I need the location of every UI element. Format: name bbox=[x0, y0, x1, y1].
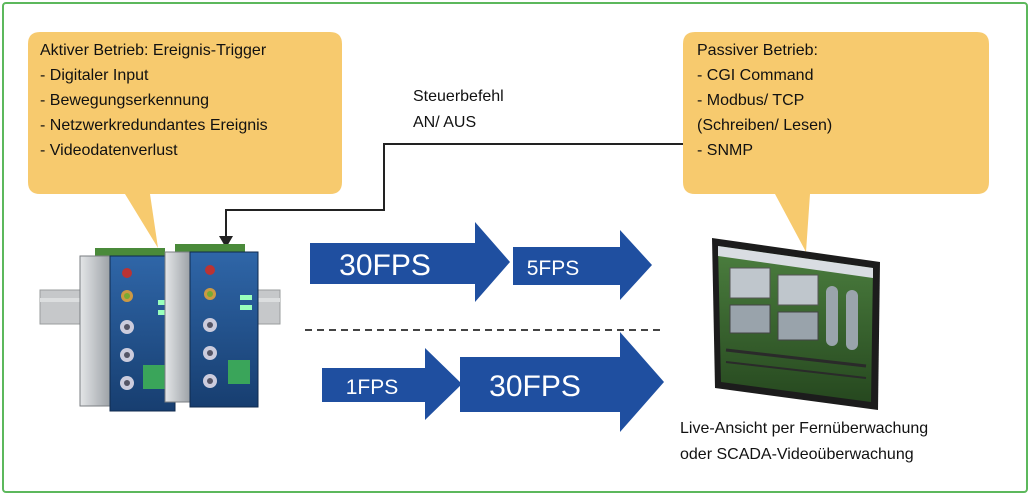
video-encoder-device-1 bbox=[79, 248, 176, 412]
active-mode-item: - Bewegungserkennung bbox=[40, 92, 210, 109]
top-flow-input-arrow bbox=[310, 222, 510, 302]
control-command-label: Steuerbefehl AN/ AUS bbox=[413, 84, 504, 136]
active-mode-item: - Digitaler Input bbox=[40, 67, 149, 84]
top-flow-output-arrow bbox=[513, 230, 652, 300]
monitor-caption-line2: oder SCADA-Videoüberwachung bbox=[680, 446, 914, 463]
active-mode-bubble bbox=[28, 32, 342, 248]
bottom-flow-output-label: 30FPS bbox=[489, 370, 581, 403]
top-flow: 30FPS 5FPS bbox=[310, 222, 652, 302]
active-mode-text: Aktiver Betrieb: Ereignis-Trigger - Digi… bbox=[40, 38, 268, 163]
top-flow-input-label: 30FPS bbox=[339, 249, 431, 282]
passive-mode-item: - Modbus/ TCP bbox=[697, 92, 805, 109]
active-mode-item: - Videodatenverlust bbox=[40, 142, 178, 159]
scada-monitor bbox=[712, 238, 880, 410]
control-command-line bbox=[219, 143, 683, 248]
bottom-flow: 1FPS 30FPS bbox=[322, 332, 664, 432]
bottom-flow-input-label: 1FPS bbox=[346, 376, 399, 399]
passive-mode-item: - CGI Command bbox=[697, 67, 814, 84]
passive-mode-item: - SNMP bbox=[697, 142, 753, 159]
bottom-flow-input-arrow bbox=[322, 348, 462, 420]
video-encoder-device-2 bbox=[164, 244, 259, 408]
passive-mode-text: Passiver Betrieb: - CGI Command - Modbus… bbox=[697, 38, 832, 163]
active-mode-item: - Netzwerkredundantes Ereignis bbox=[40, 117, 268, 134]
monitor-caption-line1: Live-Ansicht per Fernüberwachung bbox=[680, 420, 929, 437]
control-command-line2: AN/ AUS bbox=[413, 114, 477, 131]
passive-mode-bubble bbox=[683, 32, 989, 252]
passive-mode-item: (Schreiben/ Lesen) bbox=[697, 117, 833, 134]
command-arrowhead bbox=[219, 236, 233, 248]
control-command-line1: Steuerbefehl bbox=[413, 88, 504, 105]
monitor-caption: Live-Ansicht per Fernüberwachung oder SC… bbox=[680, 416, 928, 468]
passive-mode-title: Passiver Betrieb: bbox=[697, 42, 818, 59]
bottom-flow-output-arrow bbox=[460, 332, 664, 432]
active-mode-title: Aktiver Betrieb: Ereignis-Trigger bbox=[40, 42, 267, 59]
top-flow-output-label: 5FPS bbox=[527, 257, 580, 280]
